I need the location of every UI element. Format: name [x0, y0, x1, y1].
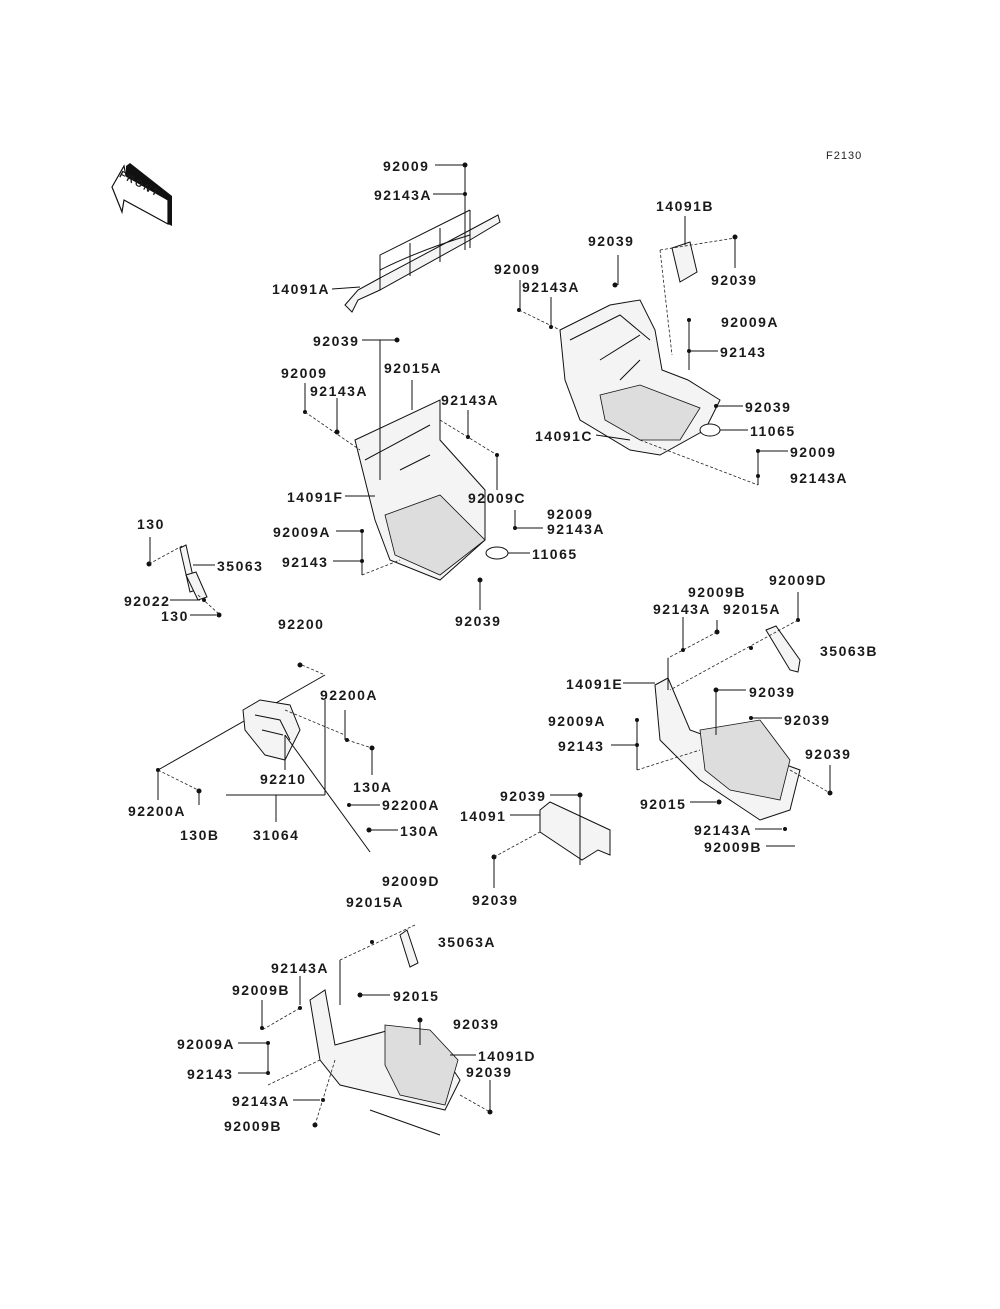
- part-label[interactable]: 92143A: [374, 187, 433, 203]
- part-label[interactable]: 92039: [784, 712, 831, 728]
- part-label[interactable]: 92009D: [382, 873, 441, 889]
- bracket-31064: [156, 662, 398, 853]
- footrest-14091e: [611, 592, 833, 847]
- part-label[interactable]: 11065: [750, 423, 796, 439]
- cover-14091: [491, 792, 611, 888]
- part-label[interactable]: 92143: [282, 554, 329, 570]
- part-label[interactable]: 14091E: [566, 676, 624, 692]
- part-label[interactable]: 92143A: [653, 601, 712, 617]
- part-label[interactable]: 14091A: [272, 281, 331, 297]
- guard-14091a: [331, 162, 501, 313]
- part-label[interactable]: 92143A: [790, 470, 849, 486]
- part-label[interactable]: 92009B: [688, 584, 747, 600]
- part-label[interactable]: 92200A: [320, 687, 379, 703]
- part-label[interactable]: 92009A: [177, 1036, 236, 1052]
- part-label[interactable]: 92143A: [694, 822, 753, 838]
- part-label[interactable]: 92200: [278, 616, 325, 632]
- part-label[interactable]: 92015A: [346, 894, 405, 910]
- part-label[interactable]: 92039: [466, 1064, 513, 1080]
- part-label[interactable]: 92009: [281, 365, 328, 381]
- part-label[interactable]: 92009C: [468, 490, 527, 506]
- part-label[interactable]: 14091B: [656, 198, 715, 214]
- part-label[interactable]: 92143A: [232, 1093, 291, 1109]
- part-label[interactable]: 11065: [532, 546, 578, 562]
- part-label[interactable]: 14091D: [478, 1048, 537, 1064]
- part-label[interactable]: 92009B: [704, 839, 763, 855]
- part-label[interactable]: 92009A: [273, 524, 332, 540]
- guard-14091f: [303, 337, 543, 610]
- linkage-35063: [146, 537, 222, 618]
- part-label[interactable]: 92009A: [721, 314, 780, 330]
- part-label[interactable]: 92143A: [547, 521, 606, 537]
- part-label[interactable]: 130A: [353, 779, 393, 795]
- part-label[interactable]: 92039: [455, 613, 502, 629]
- part-label[interactable]: 35063A: [438, 934, 497, 950]
- part-label[interactable]: 92015A: [384, 360, 443, 376]
- part-label[interactable]: 35063B: [820, 643, 879, 659]
- part-label[interactable]: 92210: [260, 771, 307, 787]
- part-label[interactable]: 92039: [745, 399, 792, 415]
- part-label[interactable]: 92009: [494, 261, 541, 277]
- part-label[interactable]: 31064: [253, 827, 300, 843]
- part-label[interactable]: 92009B: [224, 1118, 283, 1134]
- part-label[interactable]: 92039: [313, 333, 360, 349]
- figure-code: F2130: [826, 150, 863, 162]
- part-label[interactable]: 92022: [124, 593, 171, 609]
- part-label[interactable]: 92009: [790, 444, 837, 460]
- part-label[interactable]: 92009: [383, 158, 430, 174]
- part-label[interactable]: 92009B: [232, 982, 291, 998]
- part-label[interactable]: 92039: [805, 746, 852, 762]
- part-label[interactable]: 92143: [558, 738, 605, 754]
- part-label[interactable]: 130: [137, 516, 165, 532]
- part-label[interactable]: 92009: [547, 506, 594, 522]
- part-label[interactable]: 14091: [460, 808, 507, 824]
- footrest-14091d: [238, 924, 493, 1136]
- part-label[interactable]: 92039: [588, 233, 635, 249]
- part-label[interactable]: 35063: [217, 558, 264, 574]
- part-label[interactable]: 92039: [500, 788, 547, 804]
- part-label[interactable]: 92015A: [723, 601, 782, 617]
- part-label[interactable]: 92039: [453, 1016, 500, 1032]
- part-label[interactable]: 92143A: [522, 279, 581, 295]
- part-label[interactable]: 92200A: [128, 803, 187, 819]
- part-label[interactable]: 92039: [711, 272, 758, 288]
- part-label[interactable]: 92009D: [769, 572, 828, 588]
- part-label[interactable]: 92200A: [382, 797, 441, 813]
- part-label[interactable]: 92143: [187, 1066, 234, 1082]
- part-label[interactable]: 92015: [393, 988, 440, 1004]
- part-label[interactable]: 92039: [749, 684, 796, 700]
- part-label[interactable]: 92143A: [271, 960, 330, 976]
- part-label[interactable]: 92015: [640, 796, 687, 812]
- part-label[interactable]: 92143: [720, 344, 767, 360]
- part-label[interactable]: 130B: [180, 827, 220, 843]
- part-label[interactable]: 92143A: [310, 383, 369, 399]
- part-label[interactable]: 92143A: [441, 392, 500, 408]
- part-label[interactable]: 14091F: [287, 489, 344, 505]
- part-label[interactable]: 130A: [400, 823, 440, 839]
- part-label[interactable]: 92039: [472, 892, 519, 908]
- part-label[interactable]: 130: [161, 608, 189, 624]
- guard-14091c: [517, 216, 788, 486]
- part-label[interactable]: 14091C: [535, 428, 594, 444]
- part-label[interactable]: 92009A: [548, 713, 607, 729]
- front-arrow-icon: [111, 163, 172, 226]
